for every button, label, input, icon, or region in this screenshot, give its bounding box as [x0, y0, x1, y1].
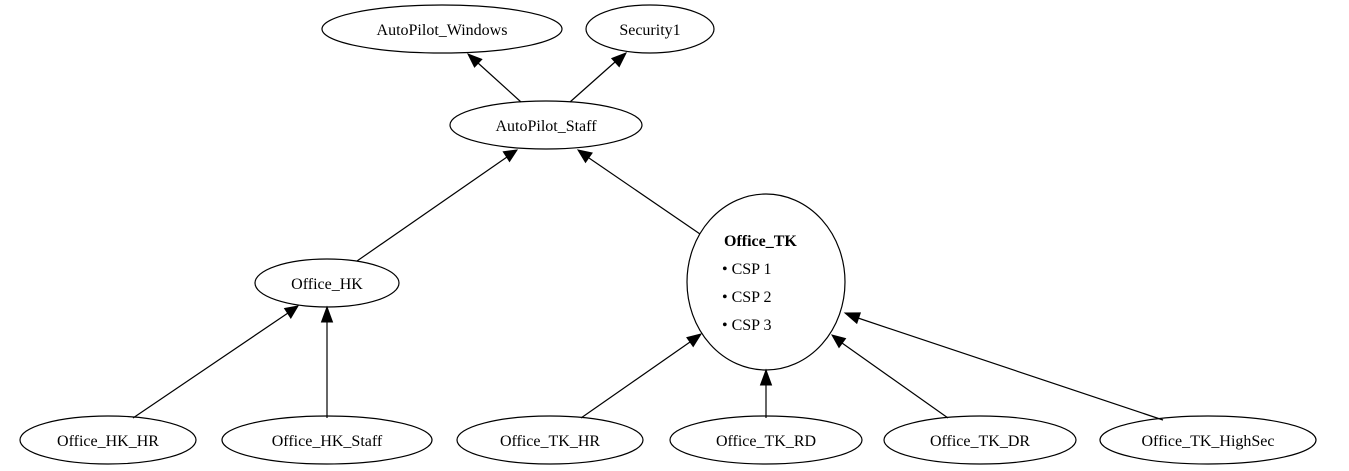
edge-office-tk-dr-to-office-tk: [830, 334, 949, 419]
edge-office-hk-staff-to-office-hk: [320, 305, 334, 418]
edge-office-tk-to-autopilot-staff: [576, 149, 701, 235]
node-label: Office_TK_RD: [716, 433, 816, 450]
node-office-hk-hr: Office_HK_HR: [19, 415, 197, 465]
node-office-tk-hr: Office_TK_HR: [456, 415, 644, 465]
node-list-item: • CSP 3: [722, 317, 771, 334]
edge-office-tk-highsec-to-office-tk: [843, 312, 1164, 421]
node-office-tk-rd: Office_TK_RD: [669, 415, 863, 465]
node-autopilot-staff: AutoPilot_Staff: [449, 100, 643, 150]
node-office-tk: Office_TK • CSP 1 • CSP 2 • CSP 3: [686, 193, 846, 371]
node-label: Security1: [619, 22, 680, 39]
edge-autopilot-staff-to-autopilot-windows: [466, 53, 522, 103]
edges: [132, 52, 1164, 421]
edge-office-hk-to-autopilot-staff: [356, 149, 519, 262]
node-list-item: • CSP 2: [722, 289, 771, 306]
node-office-tk-highsec: Office_TK_HighSec: [1099, 415, 1317, 465]
edge-office-tk-rd-to-office-tk: [759, 368, 773, 418]
node-label: Office_HK: [291, 276, 363, 293]
node-office-tk-dr: Office_TK_DR: [883, 415, 1077, 465]
node-title: Office_TK: [724, 233, 797, 250]
edge-autopilot-staff-to-security1: [569, 52, 628, 103]
node-label: Office_TK_HighSec: [1142, 433, 1275, 450]
node-label: Office_HK_Staff: [272, 433, 383, 450]
node-label: Office_HK_HR: [57, 433, 159, 450]
node-label: Office_TK_HR: [500, 433, 600, 450]
node-autopilot-windows: AutoPilot_Windows: [321, 4, 563, 54]
node-list-item: • CSP 1: [722, 261, 771, 278]
node-security1: Security1: [585, 4, 715, 54]
node-label: Office_TK_DR: [930, 433, 1030, 450]
node-office-hk-staff: Office_HK_Staff: [221, 415, 433, 465]
edge-office-tk-hr-to-office-tk: [580, 333, 703, 419]
node-office-hk: Office_HK: [254, 258, 400, 308]
node-label: AutoPilot_Staff: [495, 118, 597, 135]
edge-office-hk-hr-to-office-hk: [132, 305, 300, 419]
node-label: AutoPilot_Windows: [377, 22, 508, 39]
